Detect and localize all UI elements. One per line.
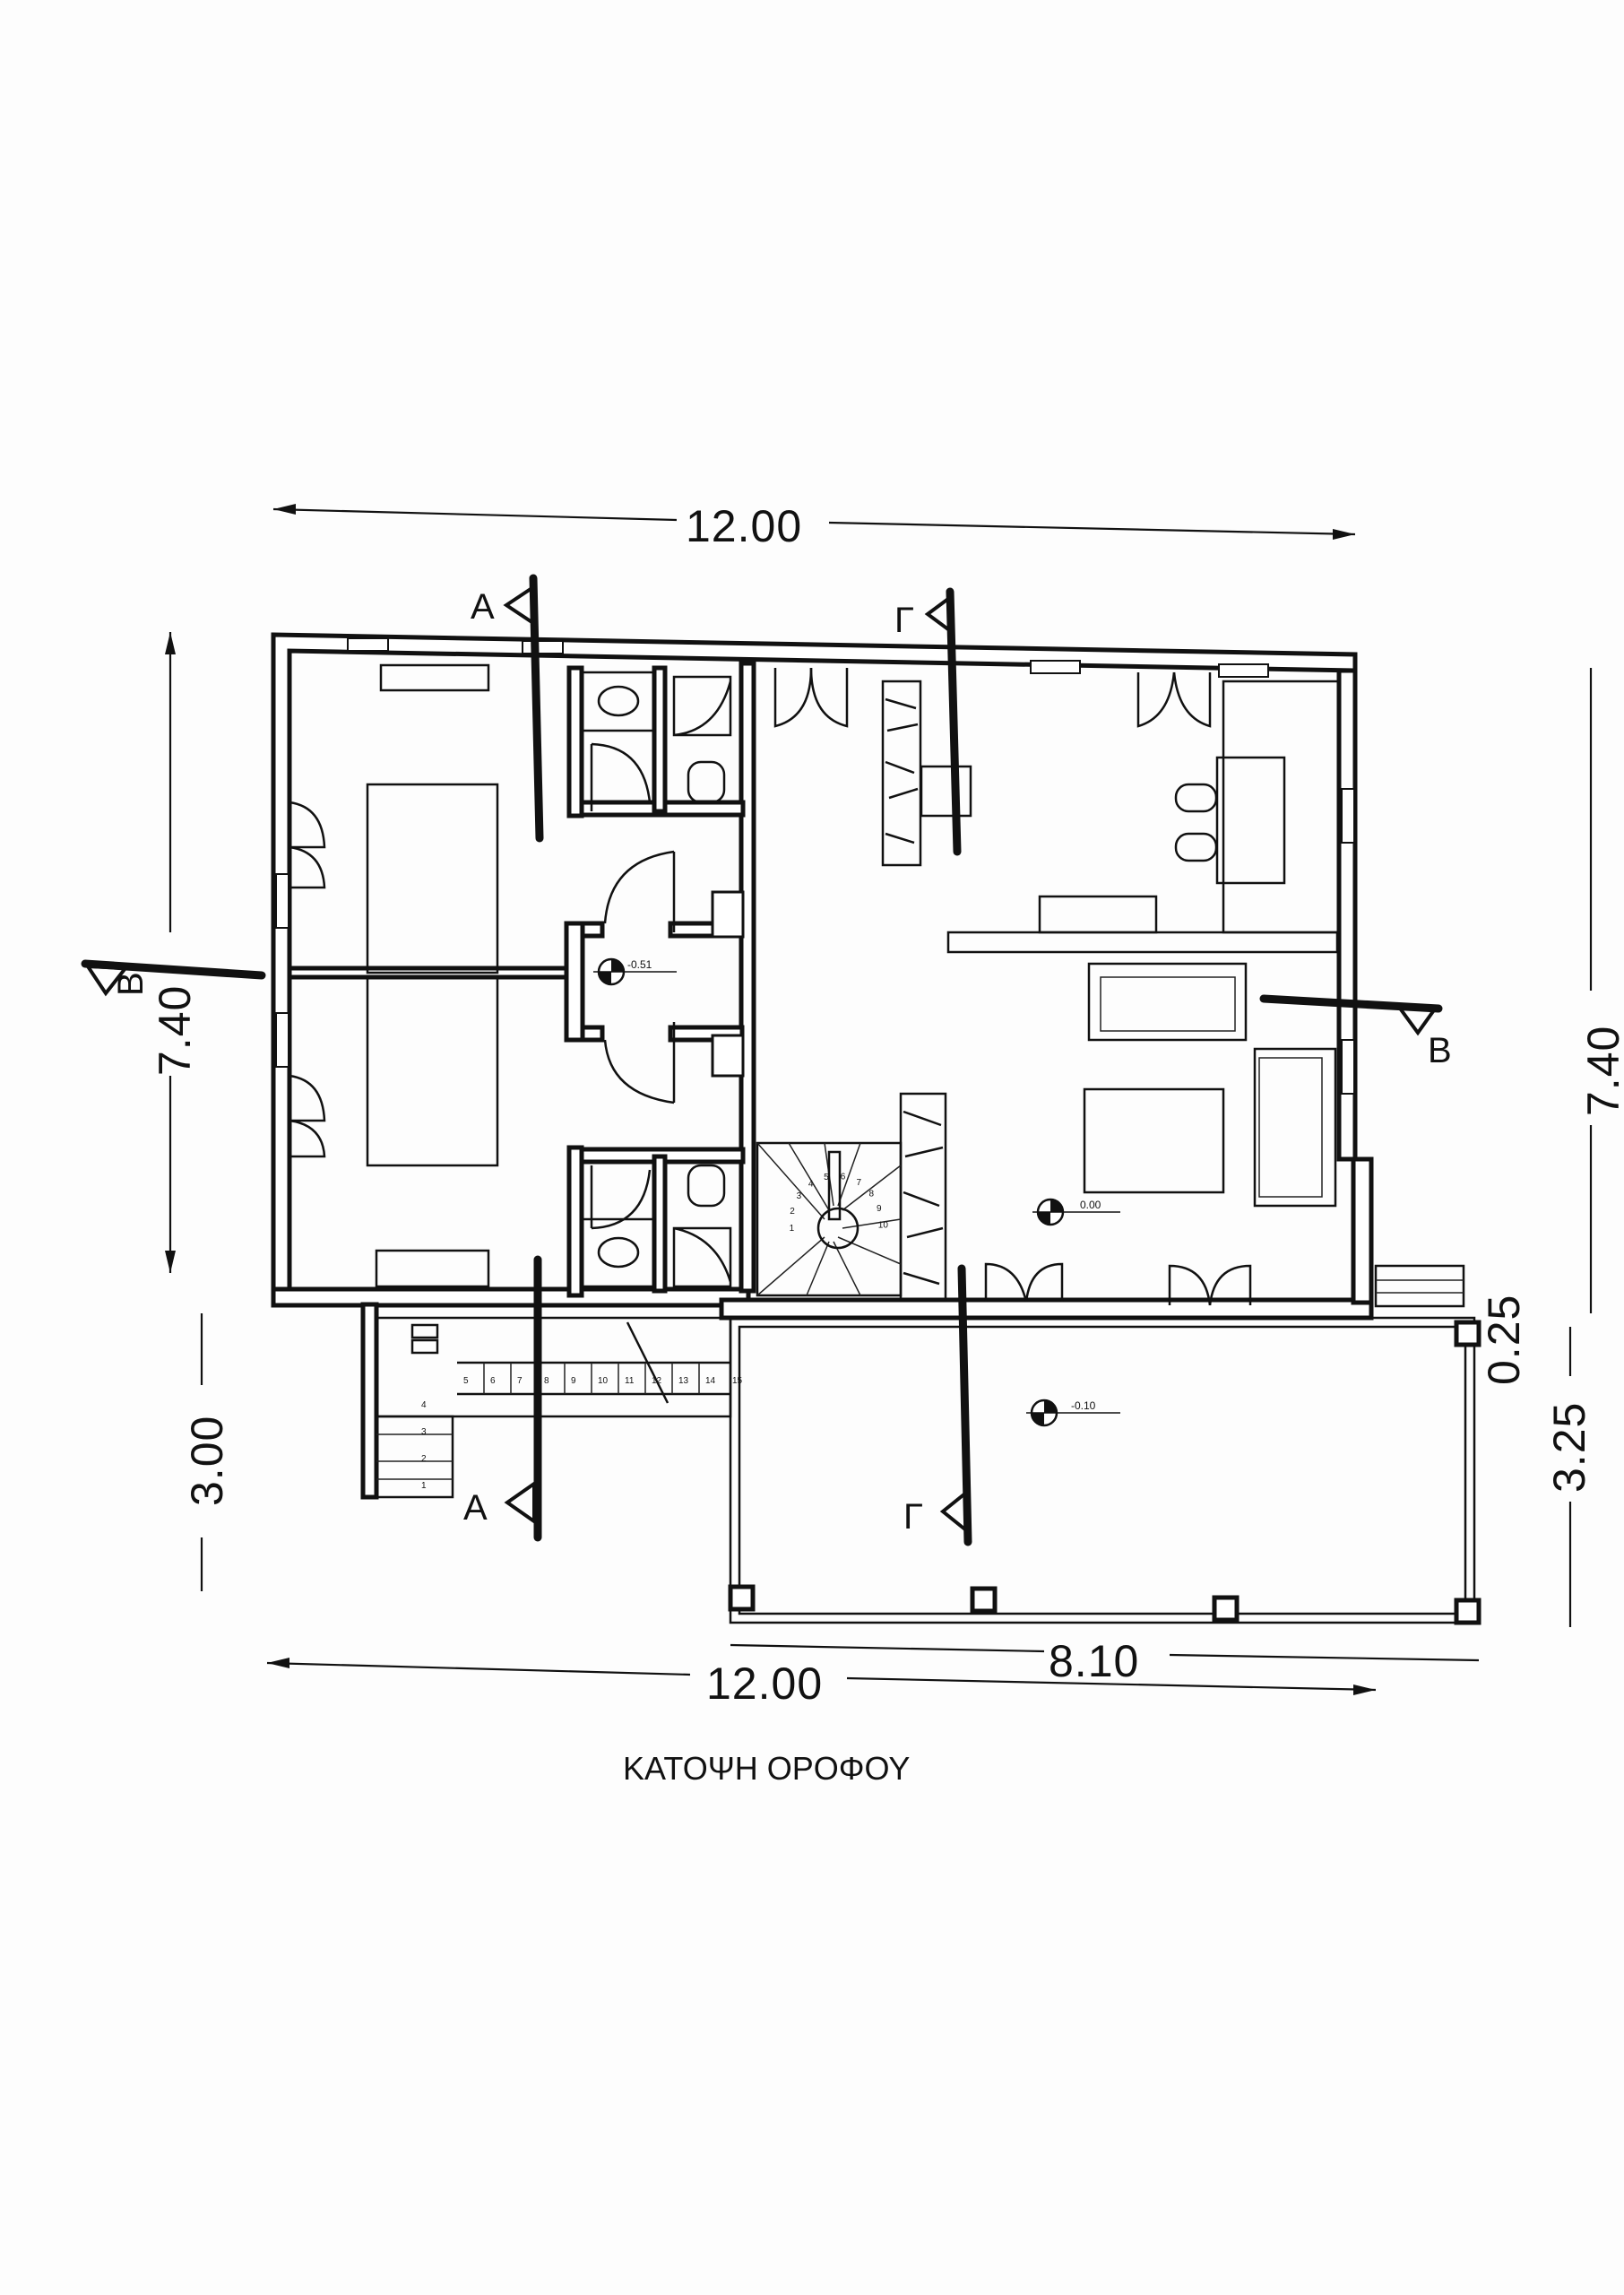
level-label-veranda: -0.10 — [1071, 1399, 1096, 1412]
section-arrow-a-bottom — [504, 1480, 536, 1525]
stair-step-number: 11 — [625, 1376, 635, 1386]
interior-walls — [287, 661, 1342, 1298]
section-label-g-bottom: Γ — [903, 1497, 923, 1537]
dim-right-offset: 0.25 — [1479, 1295, 1529, 1385]
dim-left-stair-depth: 3.00 — [182, 1416, 232, 1506]
dim-right-depth: 7.40 — [1578, 1026, 1624, 1116]
dim-right-veranda-depth: 3.25 — [1544, 1402, 1594, 1493]
level-label-hall: -0.51 — [627, 958, 652, 971]
section-label-a-bottom: A — [463, 1488, 488, 1528]
bedroom-furniture — [366, 663, 499, 1288]
spiral-step-numbers: 1 234 5 6 789 10 — [790, 1173, 889, 1234]
stair-step-number: 13 — [678, 1376, 689, 1386]
spiral-step-number: 6 — [841, 1173, 846, 1182]
dim-veranda-width: 8.10 — [1049, 1636, 1139, 1686]
veranda — [728, 1264, 1481, 1625]
stair-step-number: 3 — [421, 1427, 427, 1437]
section-line-g-top — [946, 587, 962, 856]
level-marker-living — [1032, 1198, 1120, 1226]
spiral-step-number: 7 — [857, 1178, 862, 1188]
stair-step-number: 9 — [571, 1376, 576, 1386]
stair-step-number: 14 — [705, 1376, 716, 1386]
level-marker-veranda — [1026, 1399, 1120, 1427]
section-label-g-top: Γ — [894, 601, 914, 640]
dimension-lines — [165, 504, 1593, 1695]
stair-step-number: 4 — [421, 1400, 427, 1410]
stair-step-number: 6 — [490, 1376, 496, 1386]
spiral-step-number: 3 — [797, 1191, 802, 1201]
section-arrow-a-top — [503, 584, 535, 627]
section-arrow-b-right — [1394, 1003, 1439, 1036]
exterior-stair — [360, 1302, 732, 1500]
section-cuts — [81, 574, 1443, 1546]
section-arrow-b-left — [84, 964, 129, 997]
section-line-b-left — [81, 959, 266, 980]
living-furniture — [1038, 756, 1337, 1208]
spiral-step-number: 4 — [808, 1180, 814, 1190]
drawing-title: ΚΑΤΟΨΗ ΟΡΟΦΟΥ — [623, 1750, 910, 1787]
dim-left-depth: 7.40 — [150, 985, 200, 1076]
doors — [289, 667, 1252, 1306]
spiral-step-number: 1 — [790, 1224, 795, 1234]
section-label-b-left: B — [111, 972, 151, 996]
dim-bottom-width: 12.00 — [706, 1658, 823, 1709]
outer-walls — [271, 632, 1374, 1321]
stair-step-number: 10 — [598, 1376, 609, 1386]
stair-step-number: 2 — [421, 1454, 427, 1464]
spiral-step-number: 5 — [824, 1173, 829, 1182]
stair-step-number: 15 — [732, 1376, 743, 1386]
stair-step-number: 8 — [544, 1376, 549, 1386]
level-label-living: 0.00 — [1080, 1199, 1101, 1211]
bathroom-fixtures — [581, 671, 732, 1288]
stair-step-number: 12 — [652, 1376, 662, 1386]
spiral-step-number: 9 — [877, 1204, 882, 1214]
section-arrow-g-top — [924, 593, 954, 636]
section-arrow-g-bottom — [939, 1488, 968, 1535]
stair-step-number: 5 — [463, 1376, 469, 1386]
dim-top-width: 12.00 — [686, 501, 802, 551]
section-label-b-right: B — [1428, 1031, 1452, 1070]
spiral-step-number: 10 — [878, 1221, 889, 1231]
level-marker-hall — [593, 957, 677, 986]
section-label-a-top: A — [471, 587, 495, 627]
level-markers — [593, 957, 1120, 1427]
stair-step-number: 7 — [517, 1376, 523, 1386]
stair-step-number: 1 — [421, 1481, 427, 1491]
spiral-step-number: 2 — [790, 1207, 795, 1217]
spiral-stair — [756, 1141, 903, 1297]
spiral-step-number: 8 — [869, 1189, 875, 1199]
